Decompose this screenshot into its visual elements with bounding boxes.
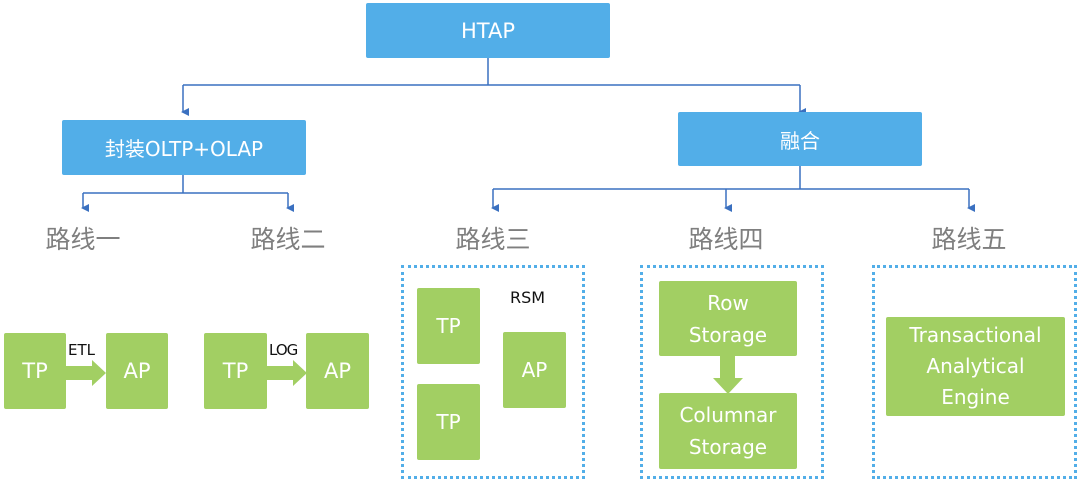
branch-encapsulate: 封装OLTP+OLAP [62,120,306,175]
ap-label: AP [123,359,151,383]
route-3-container [401,265,585,479]
tp-label: TP [222,359,249,383]
tp-label: TP [22,359,48,383]
columnar-storage-node: Columnar Storage [659,393,797,469]
arrow-right-icon [66,360,106,386]
row-storage-node: Row Storage [659,281,797,356]
connector-branch-1 [83,175,288,194]
ap-node: AP [306,333,369,409]
engine-node: Transactional Analytical Engine [886,317,1065,416]
arrow-down-icon [713,356,743,394]
engine-label: Transactional Analytical Engine [909,323,1042,409]
root-label: HTAP [460,18,516,43]
tp-node-1: TP [417,288,480,364]
etl-label: ETL [68,341,95,359]
tp-node: TP [204,333,267,409]
tp-node-2: TP [417,384,480,460]
branch-label: 融合 [780,128,820,153]
route-5-label: 路线五 [931,225,1007,254]
connector-root [183,58,800,86]
root-node: HTAP [366,3,610,58]
log-label: LOG [269,341,298,359]
route-2-label: 路线二 [250,225,326,254]
route-4-container [640,265,824,479]
tp-label: TP [436,314,461,338]
ap-node: AP [503,332,566,408]
ap-label: AP [521,358,548,382]
ap-node: AP [106,333,168,409]
row-storage-label: Row Storage [688,290,768,347]
route-4-label: 路线四 [688,225,764,254]
connector-branch-2 [493,166,969,190]
ap-label: AP [323,359,352,383]
branch-fusion: 融合 [678,112,922,166]
tp-label: TP [436,410,461,434]
tp-node: TP [4,333,66,409]
rsm-label: RSM [510,288,546,307]
branch-label: 封装OLTP+OLAP [104,137,264,161]
arrow-right-icon [267,360,307,386]
route-5-container [872,265,1077,479]
columnar-storage-label: Columnar Storage [679,403,777,459]
route-1-label: 路线一 [45,225,121,254]
route-3-label: 路线三 [455,225,531,254]
